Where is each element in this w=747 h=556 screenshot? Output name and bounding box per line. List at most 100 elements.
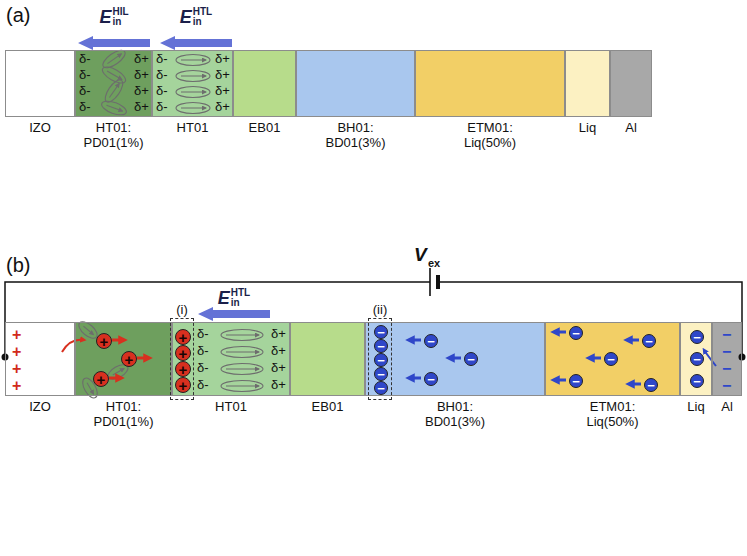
layer-fill bbox=[610, 50, 652, 117]
electron-charge: − bbox=[604, 352, 618, 366]
electrode-charge: − bbox=[722, 360, 731, 378]
electron-charge: − bbox=[690, 374, 704, 388]
subscript: in bbox=[112, 17, 128, 27]
electron-charge: − bbox=[569, 374, 583, 388]
layer-fill bbox=[565, 50, 610, 117]
layer-label: BH01: BD01(3%) bbox=[415, 399, 495, 429]
layer-band: BH01: BD01(3%) bbox=[296, 50, 415, 117]
dipole bbox=[102, 77, 126, 105]
dipole-charge: δ+ bbox=[215, 84, 230, 99]
charge-sign: − bbox=[377, 354, 385, 367]
layer-label: HT01 bbox=[201, 399, 261, 414]
layer-band: ETM01: Liq(50%)−−−−− bbox=[545, 322, 680, 396]
charge-sign: − bbox=[647, 379, 655, 392]
dipole bbox=[176, 71, 210, 82]
layer-label: Liq bbox=[568, 120, 608, 135]
electrode-charge: + bbox=[12, 326, 21, 344]
layer-band: Al bbox=[610, 50, 652, 117]
dipole-charge: δ- bbox=[197, 344, 209, 359]
dipole-charge: δ- bbox=[197, 361, 209, 376]
hole-charge: + bbox=[175, 361, 191, 377]
layer-band: BH01: BD01(3%)−−− bbox=[365, 322, 545, 396]
dipole-charge: δ+ bbox=[215, 68, 230, 83]
layer-fill bbox=[415, 50, 565, 117]
panel-label: (b) bbox=[6, 254, 30, 277]
dipole-charge: δ- bbox=[156, 84, 168, 99]
charge-sign: − bbox=[607, 353, 615, 366]
layer-label: HT01: PD01(1%) bbox=[74, 120, 154, 150]
layer-label: ETM01: Liq(50%) bbox=[573, 399, 653, 429]
charge-sign: + bbox=[179, 378, 188, 393]
charge-sign: − bbox=[572, 375, 580, 388]
layer-fill bbox=[680, 322, 712, 396]
layer-label: HT01: PD01(1%) bbox=[84, 399, 164, 429]
electrode-charge: + bbox=[12, 343, 21, 361]
dipole bbox=[221, 330, 263, 341]
layer-fill bbox=[5, 322, 75, 396]
dipole-charge: δ+ bbox=[271, 361, 286, 376]
charge-sign: + bbox=[179, 330, 188, 345]
charge-sign: − bbox=[377, 340, 385, 353]
dashed-region: (ii)−−−−− bbox=[368, 318, 392, 400]
layer-label: IZO bbox=[15, 399, 65, 414]
dipole-charge: δ- bbox=[79, 100, 91, 115]
charge-sign: + bbox=[179, 362, 188, 377]
layer-fill bbox=[296, 50, 415, 117]
arrow-shape bbox=[78, 36, 150, 50]
charge-motion bbox=[62, 332, 716, 384]
charge-sign: − bbox=[377, 382, 385, 395]
layer-label: IZO bbox=[15, 120, 65, 135]
dipole-charge: δ- bbox=[156, 68, 168, 83]
layer-band: EB01 bbox=[233, 50, 296, 117]
hole-charge: + bbox=[175, 329, 191, 345]
superscript: HTL bbox=[193, 7, 212, 17]
electron-charge: − bbox=[374, 325, 388, 339]
field-symbol: E bbox=[99, 6, 111, 28]
electron-charge: − bbox=[690, 330, 704, 344]
dipole-charge: δ- bbox=[156, 100, 168, 115]
dipole bbox=[176, 87, 210, 98]
electron-charge: − bbox=[374, 339, 388, 353]
layer-label: EB01 bbox=[303, 399, 353, 414]
dashed-region: (i)++++ bbox=[170, 318, 194, 400]
dipole bbox=[176, 103, 210, 114]
layer-label: ETM01: Liq(50%) bbox=[450, 120, 530, 150]
dipole-charge: δ- bbox=[197, 378, 209, 393]
subscript: in bbox=[193, 17, 212, 27]
field-symbol: E bbox=[218, 287, 230, 309]
charge-sign: − bbox=[645, 335, 653, 348]
layer-band: EB01 bbox=[290, 322, 365, 396]
charge-sign: − bbox=[693, 353, 701, 366]
dipole-charge: δ+ bbox=[134, 84, 149, 99]
electrode-charge: + bbox=[12, 377, 21, 395]
hole-charge: + bbox=[96, 333, 112, 349]
charge-sign: − bbox=[467, 353, 475, 366]
dipole bbox=[221, 381, 263, 392]
charge-sign: − bbox=[693, 331, 701, 344]
field-arrow: EHILin bbox=[78, 6, 150, 50]
dipole-charge: δ+ bbox=[134, 52, 149, 67]
charge-sign: + bbox=[100, 334, 109, 349]
electron-charge: − bbox=[464, 352, 478, 366]
dipole-charge: δ- bbox=[79, 68, 91, 83]
layer-band: IZO bbox=[5, 50, 75, 117]
panel-label: (a) bbox=[6, 4, 30, 27]
dipole-charge: δ- bbox=[79, 52, 91, 67]
voltage-label: ex bbox=[428, 257, 440, 270]
layer-band: Liq−−− bbox=[680, 322, 712, 396]
region-label: (ii) bbox=[373, 303, 387, 317]
electron-charge: − bbox=[374, 367, 388, 381]
electrode-charge: − bbox=[722, 343, 731, 361]
dipole-charge: δ+ bbox=[134, 100, 149, 115]
dipole bbox=[176, 55, 210, 66]
charge-sign: + bbox=[97, 372, 106, 387]
hole-charge: + bbox=[121, 351, 137, 367]
electrode-charge: + bbox=[12, 360, 21, 378]
circuit bbox=[2, 268, 746, 361]
layer-label: EB01 bbox=[240, 120, 290, 135]
charge-sign: − bbox=[427, 335, 435, 348]
layer-label: Al bbox=[616, 120, 646, 135]
superscript: HIL bbox=[112, 7, 128, 17]
charge-sign: − bbox=[427, 373, 435, 386]
